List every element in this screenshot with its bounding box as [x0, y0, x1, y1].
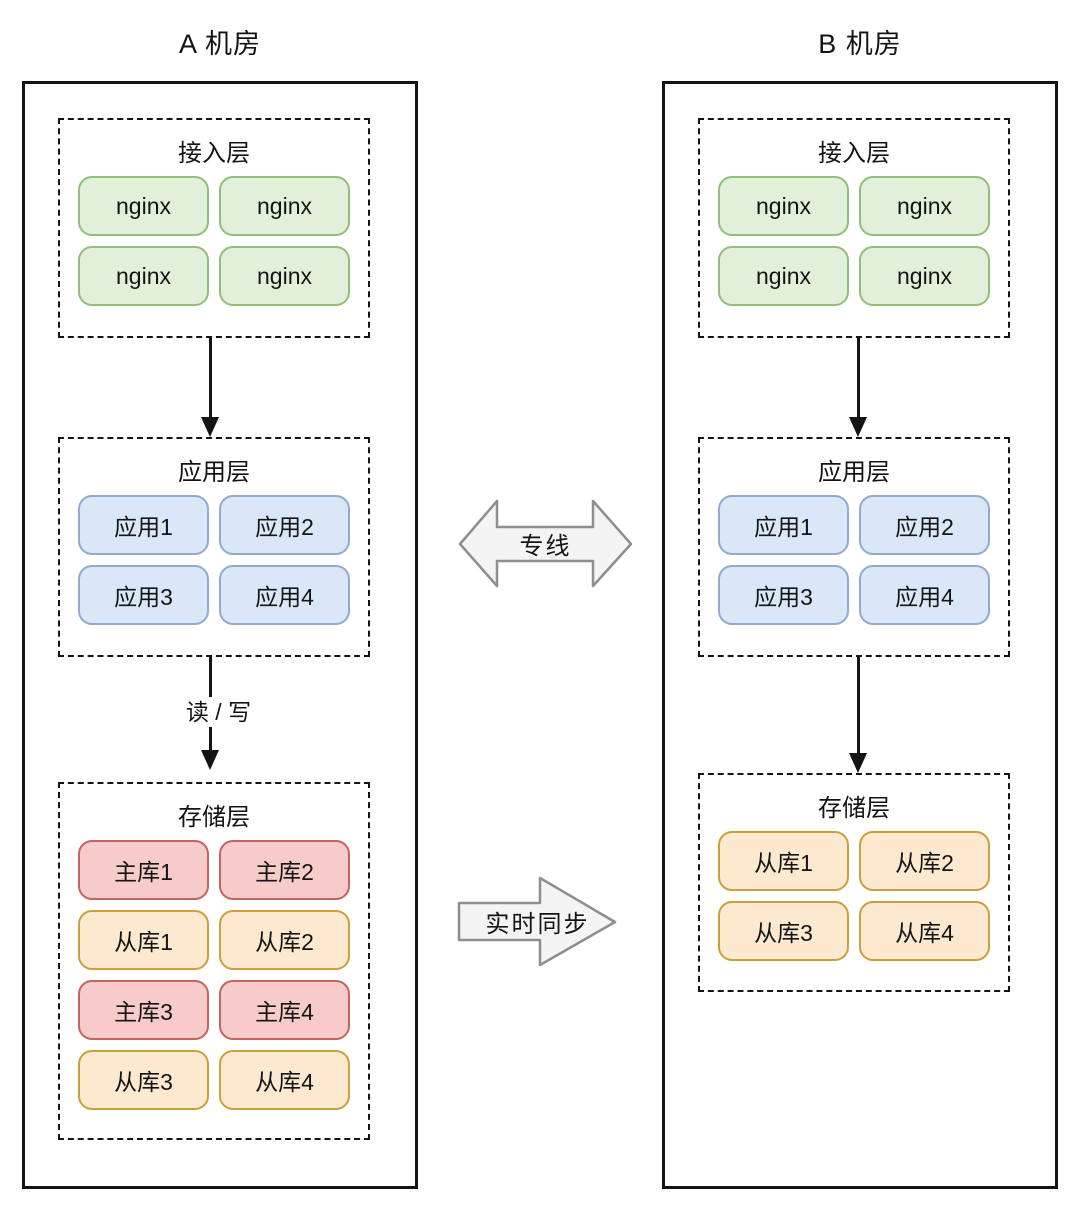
storage-layer-nodes: 主库1 主库2 从库1 从库2 主库3 主库4 从库3 从库4 — [78, 840, 350, 1110]
app-layer-title: 应用层 — [818, 459, 890, 486]
node-app: 应用4 — [859, 565, 990, 625]
node-slave-db: 从库3 — [78, 1050, 209, 1110]
node-master-db: 主库3 — [78, 980, 209, 1040]
node-master-db: 主库2 — [219, 840, 350, 900]
access-layer-nodes: nginx nginx nginx nginx — [78, 176, 350, 306]
node-slave-db: 从库2 — [859, 831, 990, 891]
node-nginx: nginx — [718, 176, 849, 236]
datacenter-a-storage-layer: 存储层 主库1 主库2 从库1 从库2 主库3 主库4 从库3 从库4 — [58, 782, 370, 1140]
datacenter-a-app-layer: 应用层 应用1 应用2 应用3 应用4 — [58, 437, 370, 657]
node-app: 应用1 — [718, 495, 849, 555]
access-layer-nodes: nginx nginx nginx nginx — [718, 176, 990, 306]
app-layer-title: 应用层 — [178, 459, 250, 486]
storage-layer-title: 存储层 — [178, 804, 250, 831]
node-nginx: nginx — [78, 176, 209, 236]
arrow-b-app-to-storage — [857, 655, 860, 754]
storage-layer-nodes: 从库1 从库2 从库3 从库4 — [718, 831, 990, 961]
arrowhead-down-icon — [201, 417, 219, 437]
arrowhead-down-icon — [849, 417, 867, 437]
node-master-db: 主库4 — [219, 980, 350, 1040]
node-app: 应用2 — [219, 495, 350, 555]
datacenter-b-access-layer: 接入层 nginx nginx nginx nginx — [698, 118, 1010, 338]
node-nginx: nginx — [718, 246, 849, 306]
node-app: 应用1 — [78, 495, 209, 555]
datacenter-a-box: 接入层 nginx nginx nginx nginx 应用层 应用1 应用2 … — [22, 81, 418, 1189]
arrowhead-down-icon — [201, 750, 219, 770]
node-slave-db: 从库2 — [219, 910, 350, 970]
node-slave-db: 从库3 — [718, 901, 849, 961]
node-nginx: nginx — [859, 176, 990, 236]
node-app: 应用4 — [219, 565, 350, 625]
datacenter-b-box: 接入层 nginx nginx nginx nginx 应用层 应用1 应用2 … — [662, 81, 1058, 1189]
datacenter-a-access-layer: 接入层 nginx nginx nginx nginx — [58, 118, 370, 338]
datacenter-a-title: A 机房 — [178, 29, 262, 59]
access-layer-title: 接入层 — [818, 140, 890, 167]
datacenter-b-storage-layer: 存储层 从库1 从库2 从库3 从库4 — [698, 773, 1010, 992]
datacenter-b-title: B 机房 — [818, 29, 902, 59]
node-nginx: nginx — [859, 246, 990, 306]
arrow-a-access-to-app — [209, 338, 212, 419]
realtime-sync-arrow-icon — [457, 876, 617, 967]
storage-layer-title: 存储层 — [818, 795, 890, 822]
node-slave-db: 从库1 — [718, 831, 849, 891]
arrowhead-down-icon — [849, 753, 867, 773]
access-layer-title: 接入层 — [178, 140, 250, 167]
dedicated-line-double-arrow-icon — [458, 499, 633, 588]
arrow-b-access-to-app — [857, 338, 860, 419]
node-app: 应用3 — [78, 565, 209, 625]
realtime-sync-label: 实时同步 — [485, 911, 590, 938]
node-slave-db: 从库4 — [859, 901, 990, 961]
node-slave-db: 从库1 — [78, 910, 209, 970]
node-nginx: nginx — [219, 246, 350, 306]
app-layer-nodes: 应用1 应用2 应用3 应用4 — [78, 495, 350, 625]
dedicated-line-label: 专线 — [519, 533, 572, 560]
node-app: 应用3 — [718, 565, 849, 625]
read-write-label: 读 / 写 — [150, 697, 287, 727]
app-layer-nodes: 应用1 应用2 应用3 应用4 — [718, 495, 990, 625]
node-app: 应用2 — [859, 495, 990, 555]
datacenter-b-app-layer: 应用层 应用1 应用2 应用3 应用4 — [698, 437, 1010, 657]
node-nginx: nginx — [219, 176, 350, 236]
node-nginx: nginx — [78, 246, 209, 306]
node-slave-db: 从库4 — [219, 1050, 350, 1110]
node-master-db: 主库1 — [78, 840, 209, 900]
